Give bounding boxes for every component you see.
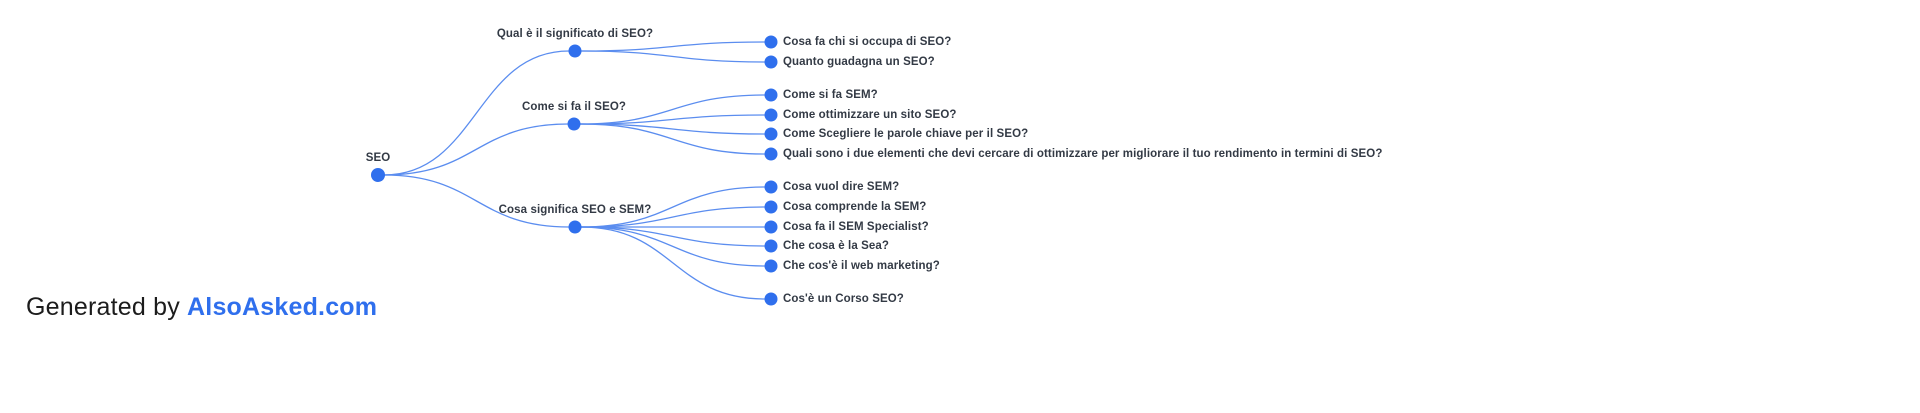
node-branch-0[interactable] (568, 44, 582, 58)
node-branch-2-label: Cosa significa SEO e SEM? (498, 204, 652, 216)
link-root-branch-0 (383, 50, 570, 176)
node-branch-2[interactable] (568, 220, 582, 234)
node-branch-1-child-2-label: Come Scegliere le parole chiave per il S… (783, 128, 1029, 140)
link-branch-1-child-1 (579, 114, 766, 125)
node-branch-1-child-0-label: Come si fa SEM? (783, 89, 878, 101)
node-branch-0-child-1[interactable] (764, 55, 778, 69)
node-branch-2-child-5[interactable] (764, 292, 778, 306)
link-branch-2-child-3 (580, 226, 766, 247)
node-branch-1-child-1-label: Come ottimizzare un sito SEO? (783, 109, 957, 121)
node-branch-2-child-1-label: Cosa comprende la SEM? (783, 201, 927, 213)
link-branch-1-child-3 (579, 123, 766, 155)
node-root[interactable] (371, 168, 385, 182)
node-branch-1-child-3-label: Quali sono i due elementi che devi cerca… (783, 148, 1383, 160)
footer-prefix: Generated by (26, 293, 188, 321)
link-root-branch-2 (383, 174, 570, 228)
node-root-label: SEO (365, 152, 391, 164)
link-branch-2-child-4 (580, 226, 766, 267)
node-branch-2-child-3[interactable] (764, 239, 778, 253)
node-branch-0-child-1-label: Quanto guadagna un SEO? (783, 56, 935, 68)
node-branch-2-child-0[interactable] (764, 180, 778, 194)
node-branch-2-child-2-label: Cosa fa il SEM Specialist? (783, 221, 929, 233)
node-branch-2-child-4[interactable] (764, 259, 778, 273)
node-branch-0-child-0-label: Cosa fa chi si occupa di SEO? (783, 36, 952, 48)
node-branch-2-child-0-label: Cosa vuol dire SEM? (783, 181, 900, 193)
node-branch-0-child-0[interactable] (764, 35, 778, 49)
link-branch-0-child-0 (580, 41, 766, 52)
link-branch-1-child-2 (579, 123, 766, 135)
node-branch-2-child-3-label: Che cosa è la Sea? (783, 240, 889, 252)
node-branch-2-child-1[interactable] (764, 200, 778, 214)
node-branch-1-child-3[interactable] (764, 147, 778, 161)
link-branch-2-child-5 (580, 226, 766, 300)
node-branch-1[interactable] (567, 117, 581, 131)
node-branch-1-child-1[interactable] (764, 108, 778, 122)
link-branch-0-child-1 (580, 50, 766, 63)
alsoasked-brand-link[interactable]: AlsoAsked.com (187, 293, 378, 321)
node-branch-1-label: Come si fa il SEO? (521, 101, 627, 113)
link-root-branch-1 (383, 123, 569, 176)
footer-attribution: Generated by AlsoAsked.com (26, 293, 377, 322)
node-branch-1-child-2[interactable] (764, 127, 778, 141)
node-branch-2-child-5-label: Cos'è un Corso SEO? (783, 293, 904, 305)
node-branch-2-child-2[interactable] (764, 220, 778, 234)
node-branch-1-child-0[interactable] (764, 88, 778, 102)
node-branch-2-child-4-label: Che cos'è il web marketing? (783, 260, 940, 272)
node-branch-0-label: Qual è il significato di SEO? (496, 28, 654, 40)
